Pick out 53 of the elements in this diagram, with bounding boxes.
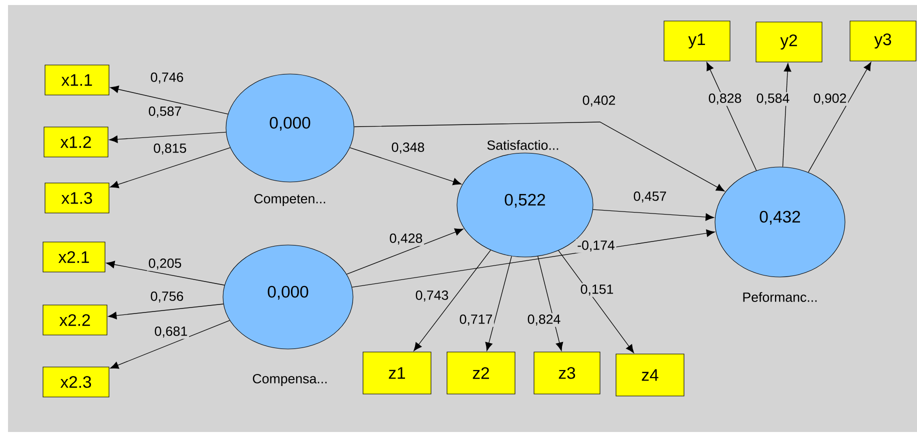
indicator-box: z4 <box>616 354 684 396</box>
indicator-box: x1.3 <box>44 182 110 214</box>
arrow <box>346 228 464 275</box>
construct-name: Peformanc... <box>743 292 817 302</box>
edge-label: -0,174 <box>576 239 616 253</box>
indicator-box: x1.2 <box>44 126 108 158</box>
arrow <box>110 86 228 114</box>
edge-label: 0,348 <box>390 141 426 155</box>
edge-label: 0,151 <box>579 283 616 297</box>
indicator-box: z2 <box>446 352 516 394</box>
arrow <box>414 250 491 352</box>
arrow <box>108 304 224 320</box>
indicator-box: x1.1 <box>44 64 110 96</box>
indicator-box: y3 <box>850 20 916 62</box>
indicator-box: z3 <box>534 352 600 394</box>
edge-label: 0,205 <box>147 257 184 271</box>
indicator-box: y2 <box>756 22 822 62</box>
arrow <box>782 63 792 168</box>
arrow <box>808 62 872 173</box>
construct-name: Compensa... <box>252 374 327 386</box>
arrow <box>110 147 230 188</box>
edge-label: 0,428 <box>388 232 424 246</box>
edge-label: 0,584 <box>755 92 792 106</box>
edge-label: 0,743 <box>414 289 450 303</box>
edge-label: 0,746 <box>149 71 186 85</box>
arrow <box>110 320 230 369</box>
indicator-box: y1 <box>664 20 730 62</box>
arrow <box>109 132 226 143</box>
edge-label: 0,815 <box>152 142 188 156</box>
edge-label: 0,681 <box>153 325 190 339</box>
arrow <box>706 62 757 171</box>
arrow <box>558 250 634 354</box>
construct-name: Satisfactio... <box>487 140 558 150</box>
edge-label: 0,902 <box>812 92 848 106</box>
arrow <box>106 260 225 286</box>
edge-label: 0,756 <box>149 290 186 304</box>
edge-label: 0,717 <box>458 313 494 327</box>
arrow <box>350 147 462 186</box>
indicator-box: x2.2 <box>42 304 108 336</box>
arrow <box>592 209 714 221</box>
arrow <box>485 256 512 351</box>
arrow <box>352 229 715 288</box>
edge-label: 0,824 <box>526 313 562 327</box>
arrow <box>538 256 564 351</box>
indicator-box: z1 <box>362 352 432 394</box>
edge-label: 0,587 <box>147 105 184 119</box>
construct-name: Competen... <box>254 194 326 206</box>
edge-label: 0,402 <box>581 94 618 108</box>
edge-label: 0,457 <box>632 190 668 204</box>
indicator-box: x2.1 <box>42 242 106 272</box>
indicator-box: x2.3 <box>42 366 110 398</box>
arrow <box>354 122 725 192</box>
edge-label: 0,828 <box>706 92 744 106</box>
